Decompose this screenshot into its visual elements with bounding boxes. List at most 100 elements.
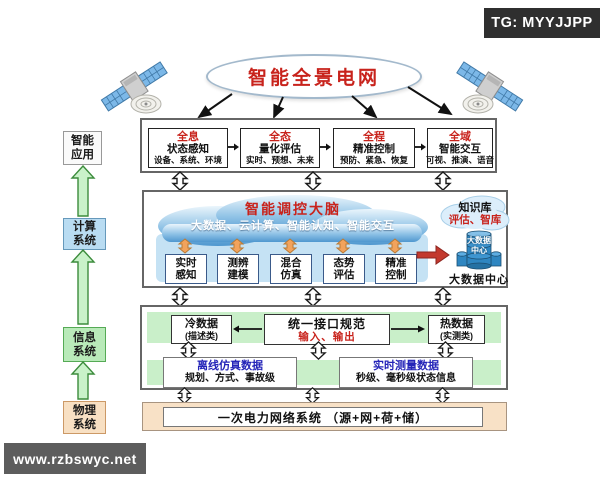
physical-grid-box: 一次电力网络系统 （源+网+荷+储）	[163, 407, 483, 427]
module-label: 控制	[385, 269, 407, 281]
layer-label: 应用	[71, 149, 94, 161]
hub-title: 智能全景电网	[247, 68, 380, 89]
double-arrow-icon	[434, 171, 452, 191]
app-box-full-state: 全态 量化评估 实时、预想、未来	[240, 128, 320, 168]
hot-data-box: 热数据 (实测类)	[428, 315, 485, 344]
left-arrow-icon	[233, 325, 262, 333]
satellite-icon	[100, 61, 168, 114]
module-measurement-modeling: 测辨 建模	[217, 254, 259, 284]
module-hybrid-simulation: 混合 仿真	[270, 254, 312, 284]
brain-title: 智能调控大脑	[245, 201, 341, 217]
unified-interface-box: 统一接口规范 输入、输出	[264, 314, 390, 345]
datacenter-icon-text: 中心	[471, 246, 487, 255]
satellite-icon	[456, 61, 524, 114]
hot-data-subtitle: (实测类)	[440, 331, 473, 341]
cold-data-title: 冷数据	[185, 318, 218, 330]
cold-data-subtitle: (描述类)	[185, 331, 218, 341]
app-box-line2: 精准控制	[353, 142, 395, 155]
red-arrow-icon	[416, 245, 450, 265]
datacenter-icon-text: 大数据	[467, 236, 491, 245]
information-section: 冷数据 (描述类) 统一接口规范 输入、输出 热数据 (实测类) 离线仿真数据 …	[140, 305, 508, 390]
right-arrow-icon	[228, 143, 239, 151]
layer-physical-system: 物理 系统	[63, 401, 106, 434]
app-box-full-process: 全程 精准控制 预防、紧急、恢复	[333, 128, 415, 168]
layer-computing-system: 计算 系统	[63, 218, 106, 250]
right-arrow-icon	[320, 143, 331, 151]
app-box-line3: 可视、推演、语音	[426, 154, 495, 165]
offline-data-title: 离线仿真数据	[197, 360, 263, 372]
layer-label: 系统	[73, 418, 96, 431]
app-box-holistic: 全息 状态感知 设备、系统、环境	[148, 128, 228, 168]
offline-data-subtitle: 规划、方式、事故级	[185, 373, 275, 384]
offline-data-box: 离线仿真数据 规划、方式、事故级	[163, 357, 297, 388]
layer-label: 智能	[71, 135, 94, 147]
physical-grid-section: 一次电力网络系统 （源+网+荷+储）	[142, 402, 507, 431]
right-arrow-icon	[391, 325, 425, 333]
double-arrow-icon	[171, 287, 189, 307]
double-arrow-icon	[434, 287, 452, 307]
layer-label: 物理	[73, 404, 96, 417]
cold-data-box: 冷数据 (描述类)	[171, 315, 232, 344]
module-label: 测辨	[227, 256, 249, 269]
up-arrow-icon	[70, 361, 96, 400]
layer-information-system: 信息 系统	[63, 327, 106, 362]
module-label: 感知	[175, 269, 197, 281]
double-arrow-icon	[177, 238, 193, 254]
layer-label: 信息	[73, 331, 96, 344]
app-box-title: 全程	[363, 130, 385, 143]
app-box-line3: 设备、系统、环境	[153, 154, 222, 165]
up-arrow-icon	[70, 249, 96, 325]
knowledge-subtitle: 评估、智库	[448, 214, 502, 226]
module-precise-control: 精准 控制	[375, 254, 417, 284]
module-label: 评估	[333, 269, 355, 281]
double-arrow-icon	[304, 287, 322, 307]
up-arrow-icon	[70, 165, 96, 217]
module-label: 仿真	[280, 269, 302, 281]
physical-grid-label: 一次电力网络系统 （源+网+荷+储）	[217, 410, 429, 425]
cloud-icon	[440, 195, 510, 231]
app-box-line2: 状态感知	[167, 142, 209, 155]
layer-label: 系统	[73, 345, 96, 358]
datacenter-label: 大数据中心	[449, 274, 509, 286]
realtime-data-subtitle: 秒级、毫秒级状态信息	[356, 373, 456, 384]
double-arrow-icon	[304, 171, 322, 191]
module-label: 混合	[280, 256, 302, 269]
knowledge-title: 知识库	[458, 202, 492, 214]
hub-ellipse: 智能全景电网	[206, 54, 422, 99]
app-box-full-domain: 全域 智能交互 可视、推演、语音	[426, 128, 495, 168]
realtime-data-title: 实时测量数据	[373, 360, 439, 372]
app-box-line2: 量化评估	[259, 142, 301, 155]
unified-interface-title: 统一接口规范	[287, 316, 366, 331]
unified-interface-subtitle: 输入、输出	[298, 330, 356, 343]
double-arrow-icon	[310, 341, 327, 360]
double-arrow-icon	[282, 238, 298, 254]
app-box-line2: 智能交互	[439, 142, 481, 155]
layer-smart-application: 智能 应用	[63, 131, 102, 165]
realtime-data-box: 实时测量数据 秒级、毫秒级状态信息	[339, 357, 473, 388]
app-box-title: 全态	[269, 130, 291, 143]
double-arrow-icon	[171, 171, 189, 191]
module-situation-assessment: 态势 评估	[323, 254, 365, 284]
watermark-site-badge: www.rzbswyc.net	[4, 443, 146, 474]
database-icon	[456, 230, 502, 270]
hot-data-title: 热数据	[440, 318, 473, 330]
right-arrow-icon	[415, 143, 426, 151]
application-row-section: 全息 状态感知 设备、系统、环境 全态 量化评估 实时、预想、未来 全程 精准控…	[140, 118, 497, 173]
module-label: 态势	[333, 256, 355, 269]
app-box-title: 全息	[177, 130, 199, 143]
app-box-line3: 预防、紧急、恢复	[339, 154, 408, 165]
double-arrow-icon	[335, 238, 351, 254]
hub-fanout-arrows-icon	[197, 86, 453, 119]
module-label: 实时	[175, 256, 197, 269]
module-realtime-sensing: 实时 感知	[165, 254, 207, 284]
module-label: 建模	[227, 269, 249, 281]
brain-subtitle: 大数据、云计算、智能认知、智能交互	[191, 220, 395, 232]
app-box-title: 全域	[449, 130, 471, 143]
app-box-line3: 实时、预想、未来	[245, 154, 314, 165]
double-arrow-icon	[387, 238, 403, 254]
double-arrow-icon	[229, 238, 245, 254]
layer-label: 系统	[73, 235, 96, 247]
module-label: 精准	[385, 256, 407, 269]
watermark-tg-badge: TG: MYYJJPP	[484, 8, 600, 38]
